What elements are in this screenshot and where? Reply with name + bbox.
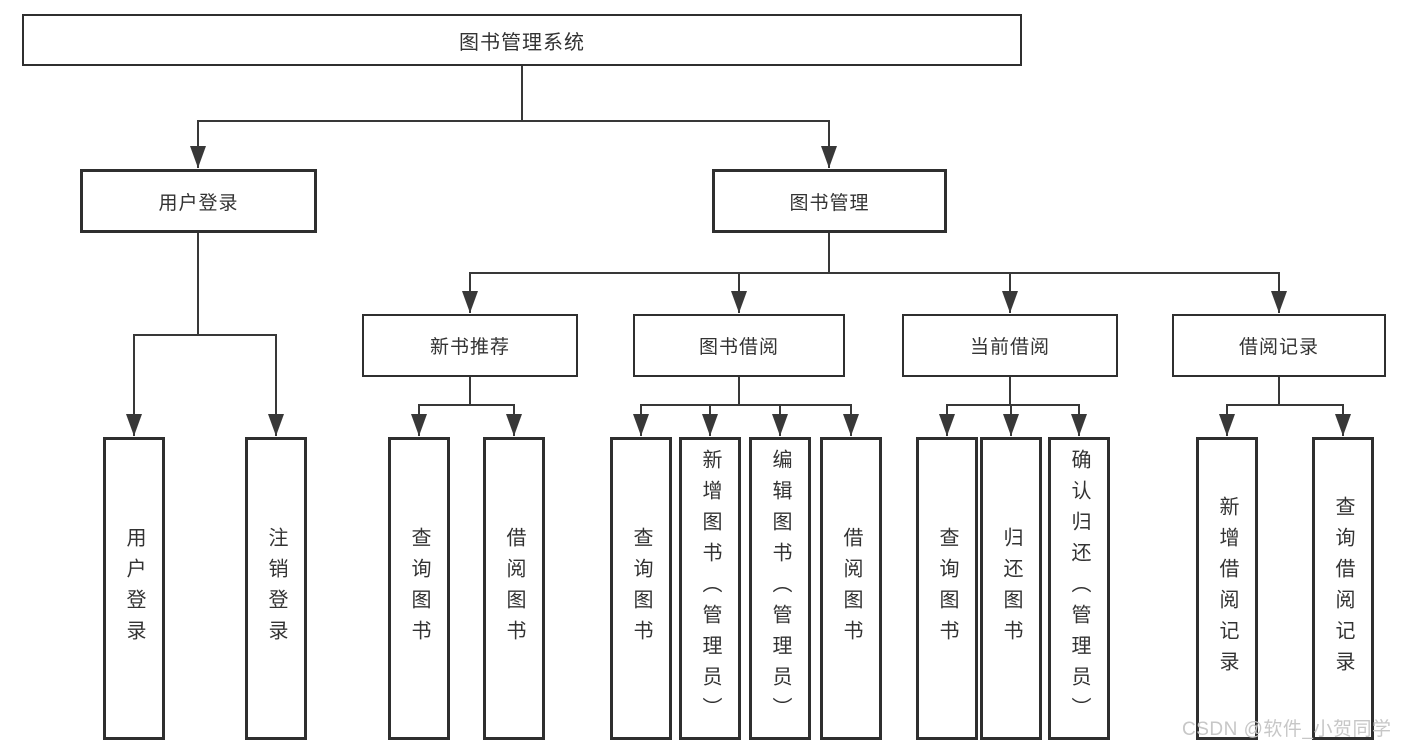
- node-book-management: 图书管理: [712, 169, 947, 233]
- node-leaf-borrow-books-2: 借阅图书: [820, 437, 882, 740]
- node-leaf-logout: 注销登录: [245, 437, 307, 740]
- node-leaf-borrow-books-1: 借阅图书: [483, 437, 545, 740]
- node-leaf-query-books-1-label: 查询图书: [408, 526, 430, 651]
- node-book-borrowing: 图书借阅: [633, 314, 845, 377]
- node-user-login: 用户登录: [80, 169, 317, 233]
- node-borrowing-records: 借阅记录: [1172, 314, 1386, 377]
- node-new-book-recommend-label: 新书推荐: [429, 337, 510, 358]
- node-leaf-add-borrow-record: 新增借阅记录: [1196, 437, 1258, 740]
- node-leaf-query-books-3: 查询图书: [916, 437, 978, 740]
- node-leaf-logout-label: 注销登录: [265, 526, 287, 651]
- csdn-watermark: CSDN @软件_小贺同学: [1182, 719, 1392, 740]
- node-leaf-return-books: 归还图书: [980, 437, 1042, 740]
- node-leaf-confirm-return-admin-label: 确认归还（管理员）: [1068, 449, 1090, 728]
- node-book-borrowing-label: 图书借阅: [698, 337, 779, 358]
- node-current-borrowing-label: 当前借阅: [969, 337, 1050, 358]
- node-leaf-query-books-2-label: 查询图书: [630, 526, 652, 651]
- node-leaf-borrow-books-1-label: 借阅图书: [503, 526, 525, 651]
- node-leaf-confirm-return-admin: 确认归还（管理员）: [1048, 437, 1110, 740]
- node-leaf-user-login: 用户登录: [103, 437, 165, 740]
- node-leaf-add-books-admin-label: 新增图书（管理员）: [699, 449, 721, 728]
- node-root: 图书管理系统: [22, 14, 1022, 66]
- node-leaf-borrow-books-2-label: 借阅图书: [840, 526, 862, 651]
- node-leaf-query-borrow-record-label: 查询借阅记录: [1332, 495, 1354, 682]
- node-leaf-query-books-3-label: 查询图书: [936, 526, 958, 651]
- node-leaf-query-books-1: 查询图书: [388, 437, 450, 740]
- node-borrowing-records-label: 借阅记录: [1238, 337, 1319, 358]
- node-leaf-edit-books-admin: 编辑图书（管理员）: [749, 437, 811, 740]
- node-leaf-add-borrow-record-label: 新增借阅记录: [1216, 495, 1238, 682]
- node-root-label: 图书管理系统: [459, 31, 585, 54]
- node-current-borrowing: 当前借阅: [902, 314, 1118, 377]
- node-user-login-label: 用户登录: [158, 192, 239, 214]
- node-leaf-return-books-label: 归还图书: [1000, 526, 1022, 651]
- node-leaf-query-books-2: 查询图书: [610, 437, 672, 740]
- node-leaf-edit-books-admin-label: 编辑图书（管理员）: [769, 449, 791, 728]
- node-book-management-label: 图书管理: [789, 192, 870, 214]
- node-leaf-query-borrow-record: 查询借阅记录: [1312, 437, 1374, 740]
- node-leaf-add-books-admin: 新增图书（管理员）: [679, 437, 741, 740]
- node-new-book-recommend: 新书推荐: [362, 314, 578, 377]
- node-leaf-user-login-label: 用户登录: [123, 526, 145, 651]
